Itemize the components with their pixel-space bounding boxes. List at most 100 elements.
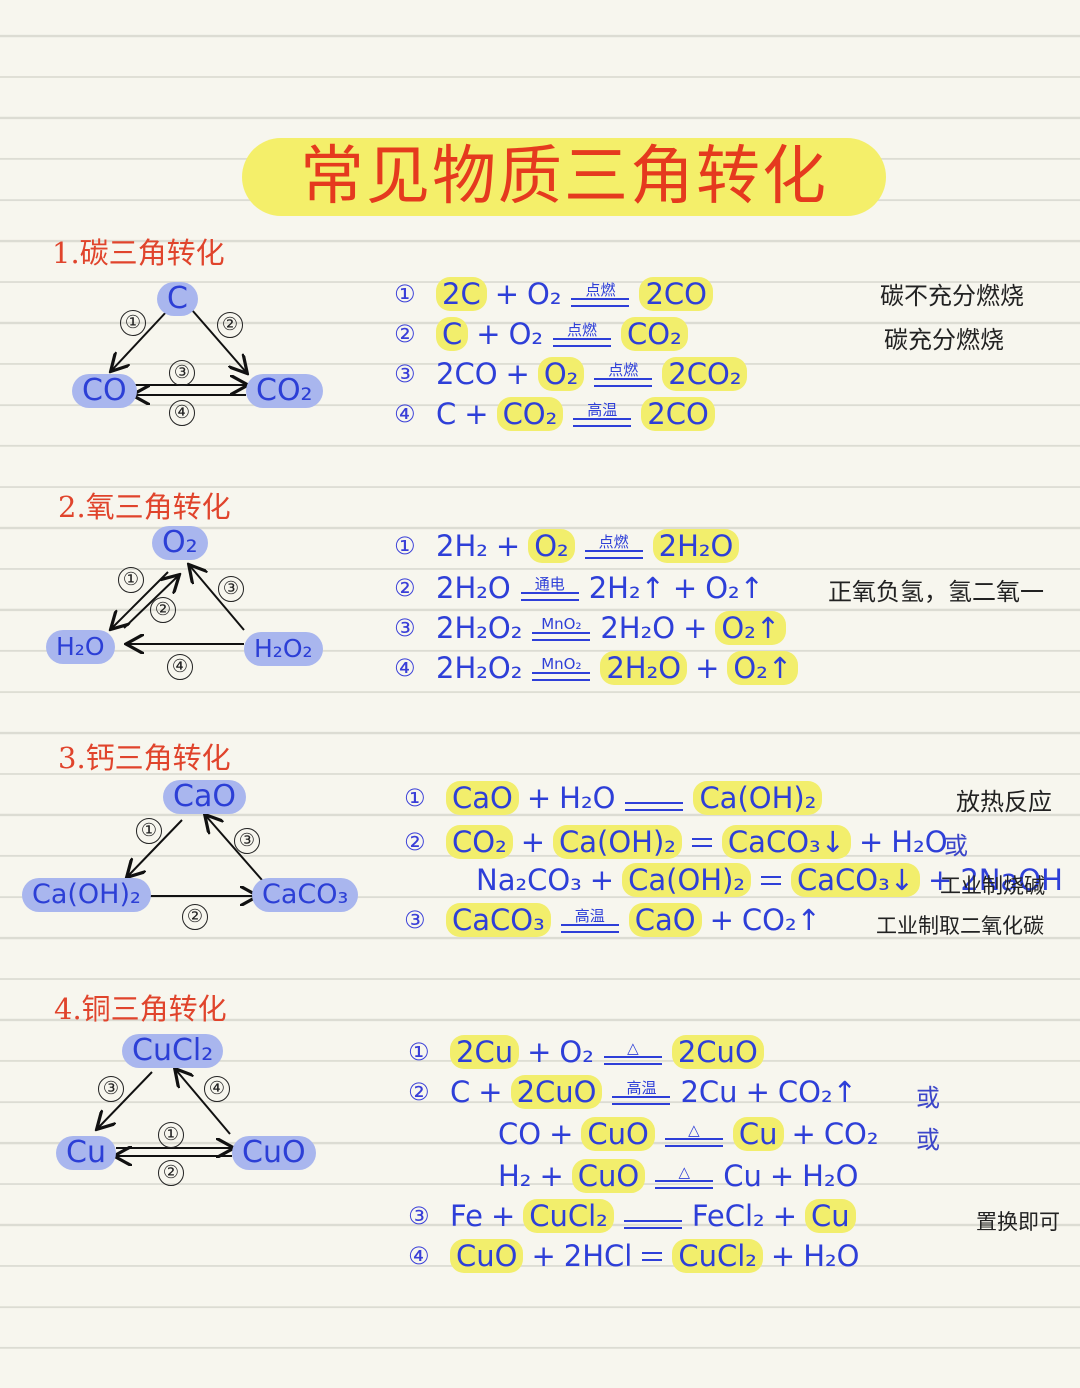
formula-term: + <box>672 571 698 605</box>
note-or-2: 或 <box>916 1126 940 1154</box>
reaction-condition: 点燃 <box>584 534 643 559</box>
formula-term: 2CuO <box>671 1035 764 1069</box>
formula-term: 2Cu <box>450 1035 520 1069</box>
edge-label-1: ① <box>136 818 162 844</box>
condition-label: △ <box>678 1162 690 1181</box>
note-industrial-caustic-soda: 工业制烧碱 <box>940 874 1045 898</box>
formula-term: + <box>709 903 734 937</box>
formula-term: O₂ <box>537 357 585 391</box>
formula-term: 2H₂O <box>436 571 511 605</box>
section-heading-calcium: 3.钙三角转化 <box>58 741 231 775</box>
node-h2o2: H₂O₂ <box>244 632 323 666</box>
node-co: CO <box>72 374 137 408</box>
formula-term: O₂ <box>528 529 575 563</box>
reaction-condition: 高温 <box>560 906 619 933</box>
section-heading-carbon: 1.碳三角转化 <box>52 236 225 270</box>
triangle-diagram-carbon <box>0 309 380 440</box>
reaction-condition: △ <box>655 1162 714 1189</box>
edge-label-3: ③ <box>169 360 195 386</box>
formula-term: + <box>745 1075 770 1109</box>
formula-term: Fe <box>450 1199 483 1233</box>
formula-term: 2CO₂ <box>662 357 748 391</box>
node-cao: CaO <box>163 780 246 814</box>
formula-term: CaO <box>628 903 702 937</box>
formula-term: + <box>549 1117 574 1151</box>
reaction-condition: 通电 <box>520 576 579 601</box>
equation-number: ② <box>404 828 426 856</box>
node-caoh2: Ca(OH)₂ <box>22 878 151 912</box>
node-cu: Cu <box>56 1136 116 1170</box>
reaction-condition: 高温 <box>573 402 632 427</box>
equation-row: H₂+CuO△Cu+H₂O <box>456 1156 862 1196</box>
equation-number: ④ <box>394 400 416 428</box>
formula-term: 2CO <box>639 277 713 311</box>
edge-label-2: ② <box>158 1160 184 1186</box>
formula-term: CaCO₃↓ <box>721 825 851 859</box>
formula-term: Cu <box>732 1117 784 1151</box>
note-or: 或 <box>944 832 968 860</box>
formula-term: O₂↑ <box>715 611 787 645</box>
equation-number: ① <box>394 532 416 560</box>
condition-label: MnO₂ <box>541 614 582 633</box>
formula-term: CuO <box>571 1159 646 1193</box>
formula-term: + <box>770 1239 796 1273</box>
formula-term: 2Cu <box>680 1075 738 1109</box>
formula-term: + <box>520 825 546 859</box>
note-carbon-complete: 碳充分燃烧 <box>884 326 1004 354</box>
edge-label-4: ④ <box>169 400 195 426</box>
formula-term: 2H₂O <box>600 651 688 685</box>
equation-number: ③ <box>394 614 416 642</box>
formula-term: 2H₂O <box>600 611 676 645</box>
formula-term: + <box>683 611 708 645</box>
formula-term: H₂O <box>803 1239 860 1273</box>
equation-number: ③ <box>404 906 426 934</box>
condition-label: 高温 <box>574 906 605 925</box>
edge-label-2: ② <box>150 597 176 623</box>
equation-number: ② <box>408 1078 430 1106</box>
equation-number: ④ <box>394 654 416 682</box>
equation-number: ③ <box>408 1202 430 1230</box>
formula-term: + <box>858 825 884 859</box>
edge-label-2: ② <box>182 904 208 930</box>
condition-label: 点燃 <box>608 360 639 379</box>
formula-term: CuCl₂ <box>523 1199 614 1233</box>
formula-term: 2CO <box>436 357 498 391</box>
edge-label-4: ④ <box>204 1076 230 1102</box>
formula-term: + <box>539 1159 564 1193</box>
arrow-c-to-co2 <box>191 309 246 372</box>
formula-term: 2C <box>436 277 487 311</box>
formula-term: + <box>531 1239 556 1273</box>
reaction-condition: 点燃 <box>553 322 612 347</box>
equation-number: ② <box>394 574 416 602</box>
condition-label: 点燃 <box>585 280 616 299</box>
formula-term: 2H₂O <box>652 529 740 563</box>
formula-term: + <box>505 357 530 391</box>
formula-term: O₂↑ <box>727 651 799 685</box>
condition-label: △ <box>627 1038 639 1057</box>
formula-term: + <box>476 317 501 351</box>
reaction-condition: 点燃 <box>571 280 630 307</box>
note-oxygen-electrolysis: 正氧负氢，氢二氧一 <box>828 578 1044 606</box>
equation-number: ① <box>394 280 416 308</box>
reaction-condition <box>691 837 712 847</box>
formula-term: CuO <box>581 1117 655 1151</box>
reaction-condition: 点燃 <box>594 360 653 387</box>
formula-term: + <box>526 781 552 815</box>
equation-number: ① <box>404 784 426 812</box>
equation-number: ① <box>408 1038 430 1066</box>
edge-label-3: ③ <box>234 828 260 854</box>
arrow-c-to-co <box>112 309 169 370</box>
formula-term: CO <box>498 1117 542 1151</box>
formula-term: + <box>772 1199 797 1233</box>
formula-term: Ca(OH)₂ <box>693 781 823 815</box>
formula-term: O₂ <box>508 317 544 351</box>
